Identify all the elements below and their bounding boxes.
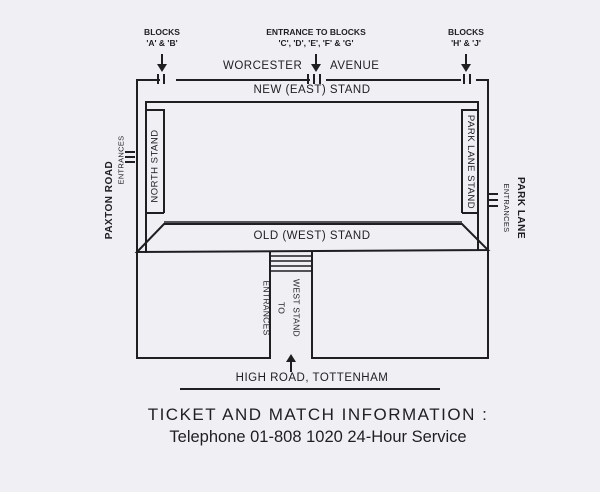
blocks-hj-label: BLOCKS 'H' & 'J' <box>448 27 484 48</box>
paxton-road-label: PAXTON ROAD <box>104 160 115 240</box>
worcester-label: WORCESTER <box>223 60 303 72</box>
park-lane-road-label: PARK LANE <box>515 176 526 240</box>
outer-boundary <box>136 79 489 253</box>
gate-marks-hj <box>463 74 471 84</box>
avenue-label: AVENUE <box>330 60 380 72</box>
gate-marks-cdefg <box>307 74 321 84</box>
footer-heading: TICKET AND MATCH INFORMATION : <box>147 405 489 424</box>
gate-marks-paxton <box>125 151 135 163</box>
lower-ground-right <box>311 250 489 359</box>
north-stand-label: NORTH STAND <box>149 129 161 203</box>
west-entrance-line3: WEST STAND <box>291 279 302 337</box>
high-road-label: HIGH ROAD, TOTTENHAM <box>235 372 389 384</box>
east-stand-label: NEW (EAST) STAND <box>253 84 371 96</box>
gate-marks-ab <box>157 74 165 84</box>
lower-ground-left <box>136 252 271 359</box>
west-stand-outline <box>134 223 491 254</box>
west-entrance-line2: TO <box>276 301 287 315</box>
arrow-down-icon <box>461 54 471 72</box>
park-lane-entrances-label: ENTRANCES <box>501 183 511 233</box>
paxton-entrances-label: ENTRANCES <box>116 135 126 185</box>
arrow-up-icon <box>286 354 296 372</box>
west-stand-label: OLD (WEST) STAND <box>253 230 371 242</box>
west-entrance-line1: ENTRANCES <box>261 280 272 336</box>
arrow-down-icon <box>157 54 167 72</box>
east-stand-outline <box>145 101 479 253</box>
blocks-cdefg-label: ENTRANCE TO BLOCKS 'C', 'D', 'E', 'F' & … <box>266 27 366 48</box>
gate-marks-park-lane <box>488 193 498 207</box>
arrow-down-icon <box>311 54 321 72</box>
park-lane-stand-outline <box>461 109 478 214</box>
footer-telephone: Telephone 01-808 1020 24-Hour Service <box>169 428 467 446</box>
blocks-ab-label: BLOCKS 'A' & 'B' <box>144 27 180 48</box>
park-lane-stand-label: PARK LANE STAND <box>464 114 476 210</box>
north-stand-outline <box>146 109 165 214</box>
west-stand-stairs <box>270 255 312 272</box>
